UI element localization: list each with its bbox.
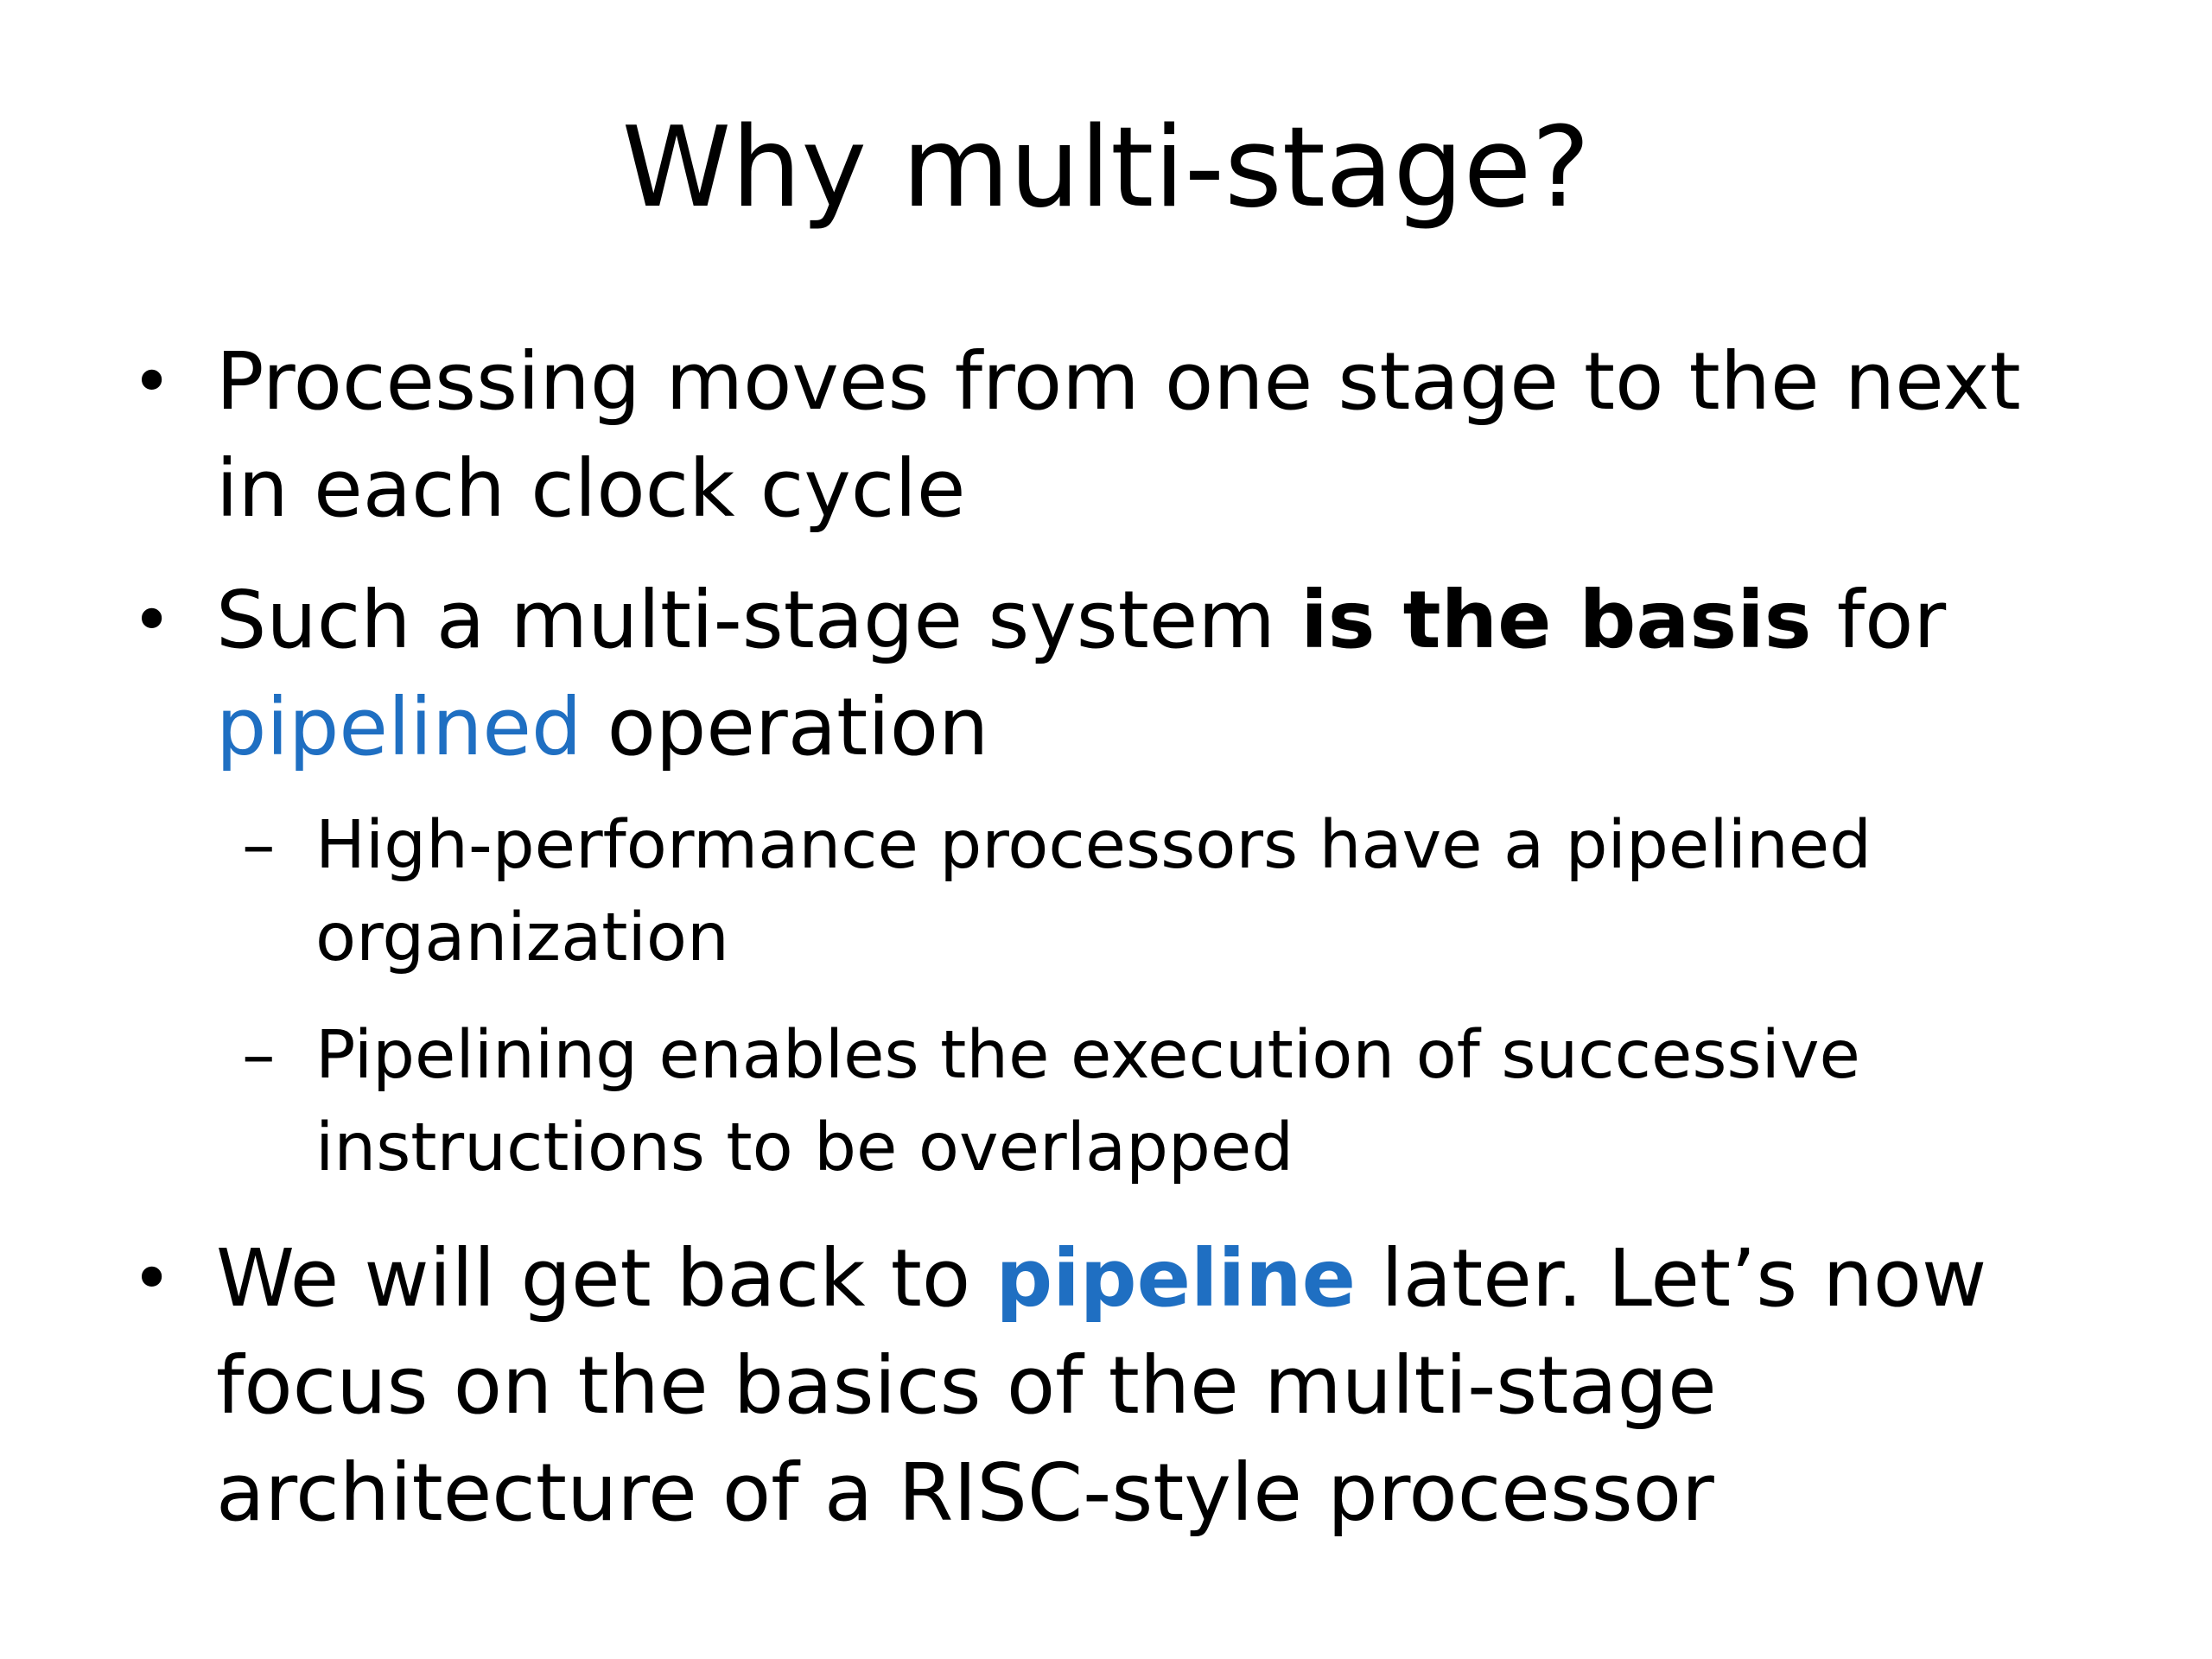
bullet-text: operation [582,681,989,773]
dash-marker: – [242,807,276,884]
bullet-text-line: in each clock cycle [216,442,966,535]
slide-title: Why multi-stage? [621,104,1591,232]
bullet-text-line: Such a multi-stage system is the basis f… [216,567,1946,674]
bullet-marker: • [131,580,173,660]
pipelined-highlight: pipelined [216,681,582,773]
bullet-get-back-pipeline: • We will get back to pipeline later. Le… [131,1225,1986,1547]
emphasis-text: is the basis [1300,574,1812,666]
bullet-text-line: architecture of a RISC-style processor [216,1446,1714,1539]
subbullet-text-line: instructions to be overlapped [315,1109,1294,1186]
subbullet-pipelining-overlap: – Pipelining enables the execution of su… [242,1009,1860,1194]
bullet-processing: • Processing moves from one stage to the… [131,328,2021,543]
bullet-text: We will get back to [216,1232,996,1325]
subbullet-high-performance: – High-performance processors have a pip… [242,799,1872,984]
bullet-text: later. Let’s now [1356,1232,1987,1325]
pipeline-highlight: pipeline [995,1232,1356,1325]
bullet-marker: • [131,341,173,422]
bullet-text-line: We will get back to pipeline later. Let’… [216,1225,1986,1332]
dash-marker: – [242,1017,276,1094]
bullet-text: for [1811,574,1947,666]
subbullet-text-line: High-performance processors have a pipel… [315,807,1872,884]
bullet-text-line: pipelined operation [216,674,1946,781]
bullet-marker: • [131,1238,173,1319]
bullet-multistage-basis: • Such a multi-stage system is the basis… [131,567,1946,781]
bullet-text-line: Processing moves from one stage to the n… [216,335,2021,428]
subbullet-text-line: Pipelining enables the execution of succ… [315,1017,1860,1094]
bullet-text-line: focus on the basics of the multi-stage [216,1339,1717,1432]
bullet-text: Such a multi-stage system [216,574,1301,666]
subbullet-text-line: organization [315,899,729,976]
